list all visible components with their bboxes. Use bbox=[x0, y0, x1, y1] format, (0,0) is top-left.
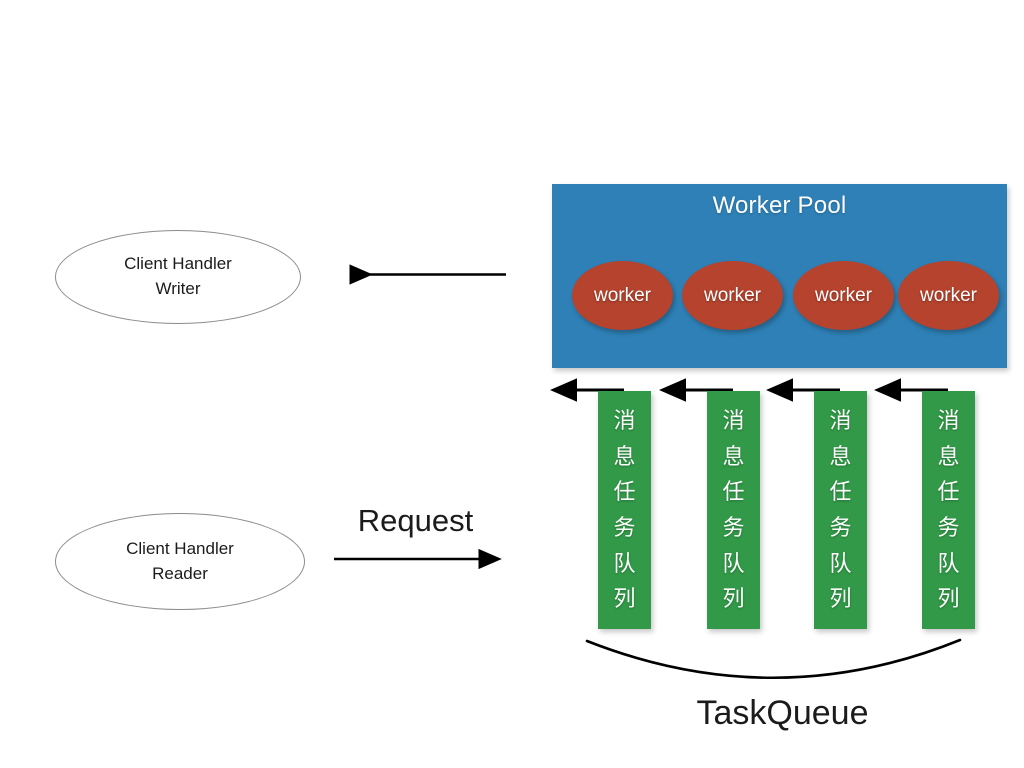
queue-3-char-0: 消 bbox=[937, 408, 960, 434]
worker-label-2: worker bbox=[814, 284, 872, 306]
queue-2-char-1: 息 bbox=[829, 443, 852, 469]
queue-1-char-2: 任 bbox=[722, 479, 745, 505]
request-arrow-label: Request bbox=[357, 503, 474, 538]
worker-pool-panel[interactable]: Worker Pool worker worker worker worker bbox=[552, 184, 1007, 368]
client-writer-line-1: Client Handler bbox=[124, 254, 232, 274]
queue-1-char-0: 消 bbox=[722, 408, 745, 434]
queue-2-char-0: 消 bbox=[829, 408, 852, 434]
queue-2-char-5: 列 bbox=[829, 586, 852, 612]
queue-1-char-4: 队 bbox=[722, 550, 745, 576]
worker-pool-title: Worker Pool bbox=[712, 192, 847, 219]
worker-node-2[interactable]: worker bbox=[793, 261, 894, 330]
taskqueue-group-label: TaskQueue bbox=[696, 694, 869, 732]
client-handler-writer-node[interactable]: Client Handler Writer bbox=[55, 230, 301, 324]
client-handler-reader-node[interactable]: Client Handler Reader bbox=[55, 513, 305, 610]
queue-0-char-2: 任 bbox=[613, 479, 636, 505]
task-queue-bar-0[interactable]: 消 息 任 务 队 列 bbox=[598, 391, 651, 629]
queue-3-char-4: 队 bbox=[937, 550, 960, 576]
queue-1-char-1: 息 bbox=[722, 443, 745, 469]
queue-0-char-4: 队 bbox=[613, 550, 636, 576]
worker-label-0: worker bbox=[593, 284, 651, 306]
queue-2-char-3: 务 bbox=[829, 515, 852, 540]
taskqueue-brace-curve bbox=[585, 638, 962, 680]
client-reader-line-2: Reader bbox=[152, 563, 208, 583]
task-queue-bar-3[interactable]: 消 息 任 务 队 列 bbox=[922, 391, 975, 629]
client-handler-writer-label: Client Handler Writer bbox=[124, 252, 232, 301]
queue-3-char-5: 列 bbox=[937, 586, 960, 612]
queue-0-char-5: 列 bbox=[613, 586, 636, 612]
queue-3-char-3: 务 bbox=[937, 515, 960, 540]
worker-node-3[interactable]: worker bbox=[898, 261, 999, 330]
queue-2-char-2: 任 bbox=[829, 479, 852, 505]
task-queue-bar-1[interactable]: 消 息 任 务 队 列 bbox=[707, 391, 760, 629]
worker-label-3: worker bbox=[919, 284, 977, 306]
client-handler-reader-label: Client Handler Reader bbox=[126, 537, 234, 586]
queue-3-char-1: 息 bbox=[937, 443, 960, 469]
queue-0-char-0: 消 bbox=[613, 408, 636, 434]
client-reader-line-1: Client Handler bbox=[126, 538, 234, 558]
task-queue-bar-2[interactable]: 消 息 任 务 队 列 bbox=[814, 391, 867, 629]
queue-0-char-3: 务 bbox=[613, 515, 636, 540]
worker-label-1: worker bbox=[703, 284, 761, 306]
client-writer-line-2: Writer bbox=[155, 279, 201, 298]
queue-2-char-4: 队 bbox=[829, 550, 852, 576]
worker-node-0[interactable]: worker bbox=[572, 261, 673, 330]
queue-3-char-2: 任 bbox=[937, 479, 960, 505]
worker-node-1[interactable]: worker bbox=[682, 261, 783, 330]
queue-1-char-3: 务 bbox=[722, 515, 745, 540]
queue-0-char-1: 息 bbox=[613, 443, 636, 469]
queue-1-char-5: 列 bbox=[722, 586, 745, 612]
